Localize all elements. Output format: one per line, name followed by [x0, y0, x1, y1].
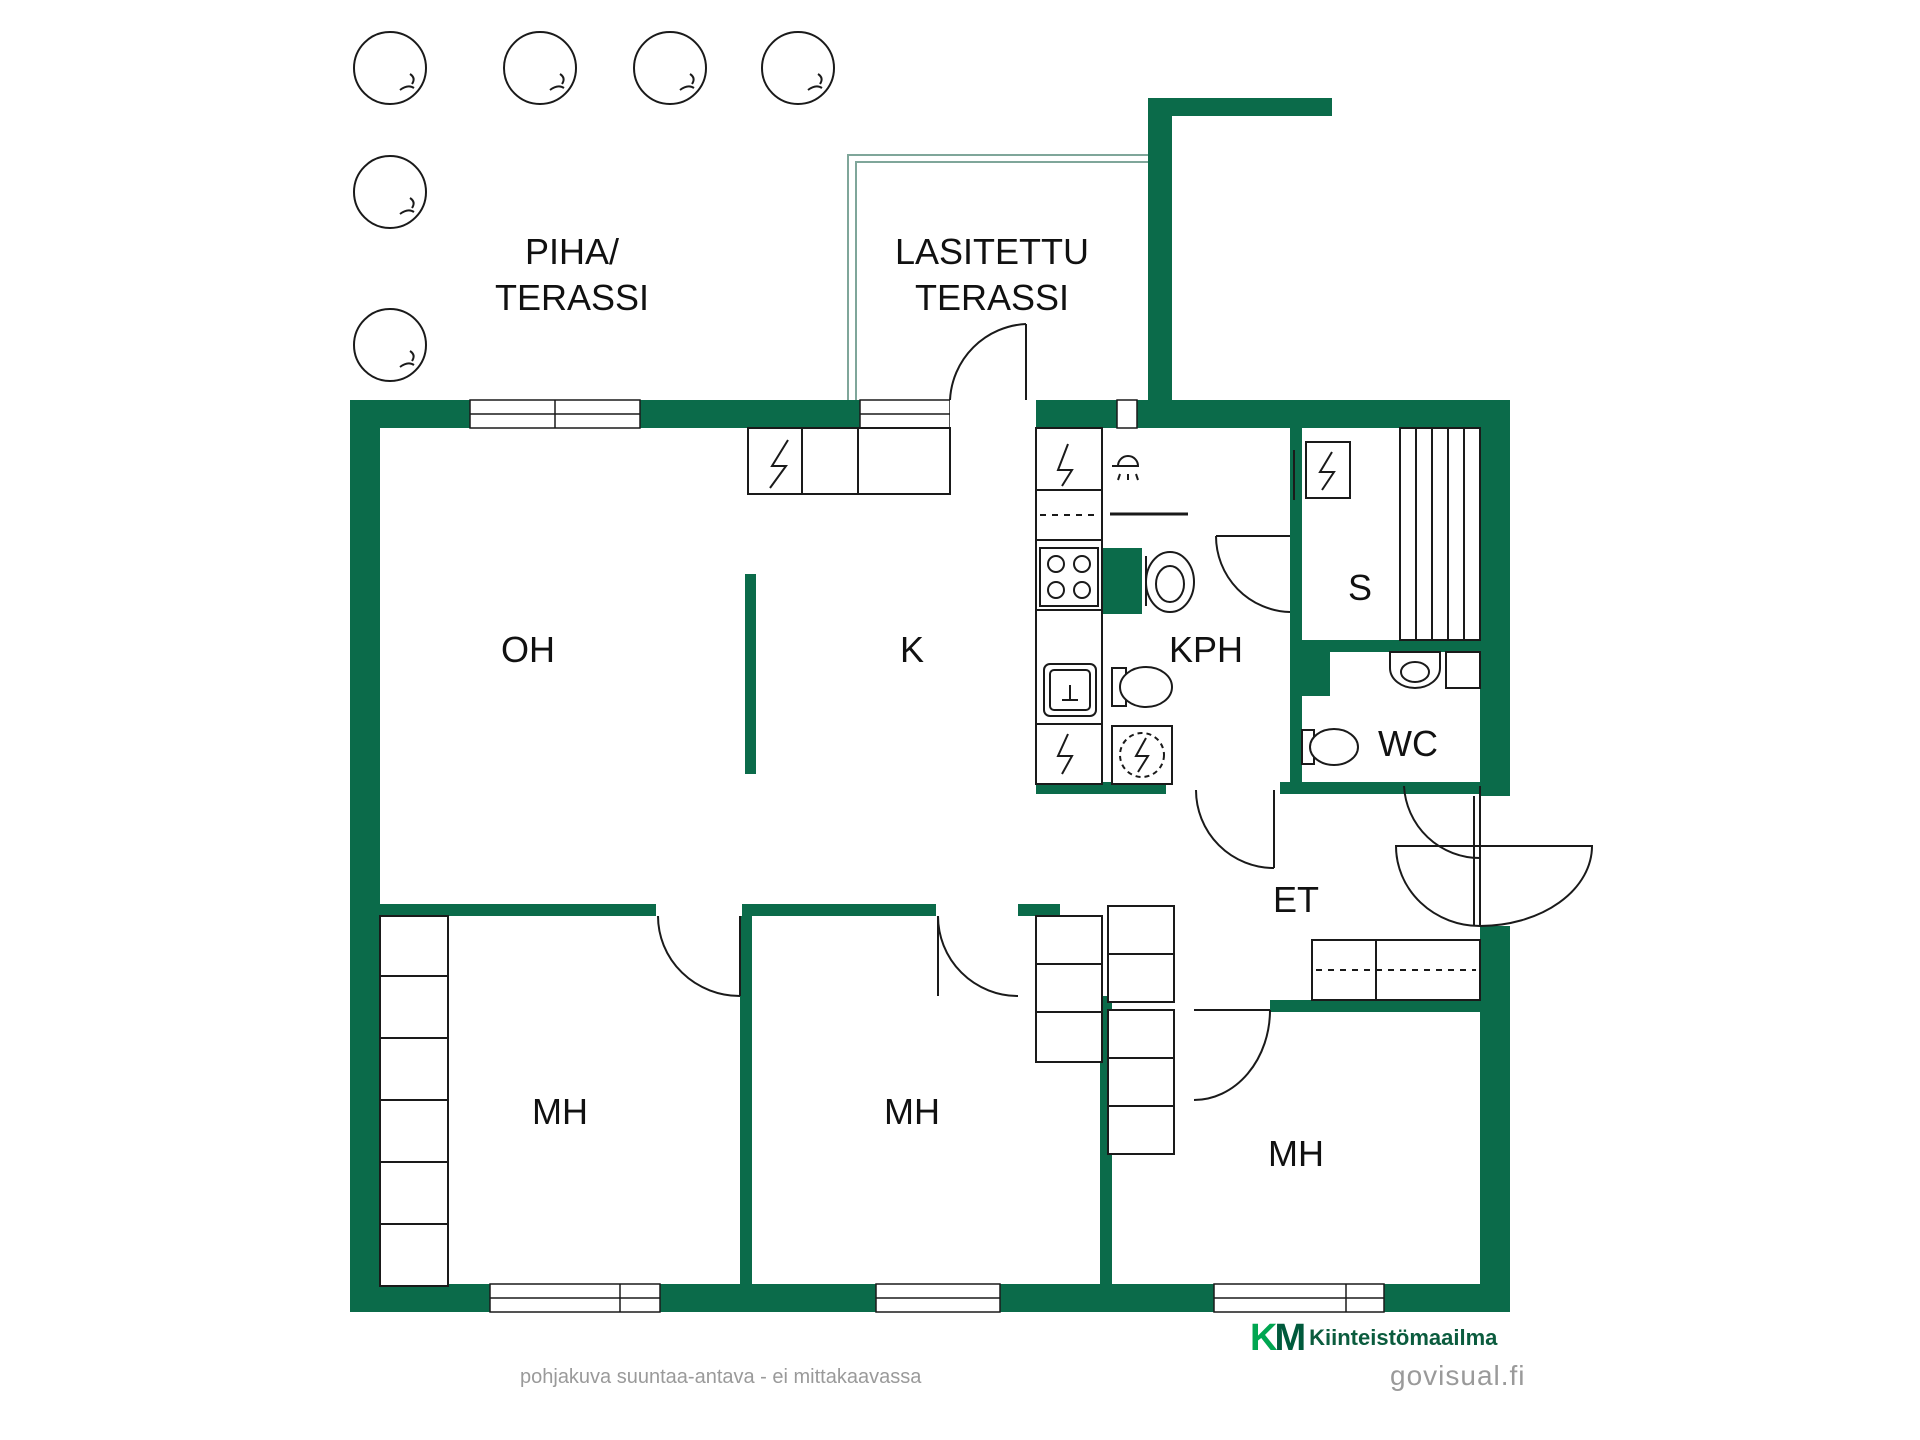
sauna-heater — [1305, 441, 1351, 499]
bathroom-door[interactable] — [1195, 789, 1275, 869]
tree-icon — [353, 31, 427, 105]
wardrobe-top — [747, 427, 951, 495]
room-label-mh3: MH — [1268, 1133, 1324, 1174]
tree-icon — [761, 31, 835, 105]
brand-mark-m: M — [1274, 1316, 1306, 1359]
room-label-et: ET — [1273, 879, 1319, 920]
disclaimer-text: pohjakuva suuntaa-antava - ei mittakaava… — [520, 1366, 922, 1388]
bedroom-door-1[interactable] — [657, 915, 741, 997]
room-label-k: K — [900, 629, 924, 670]
tree-icon — [353, 308, 427, 382]
kitchen-sink-icon — [1043, 663, 1097, 717]
room-label-lasitettu-line1: LASITETTU — [895, 231, 1089, 272]
room-label-piha-line2: TERASSI — [495, 277, 649, 318]
brand-name: Kiinteistömaailma — [1309, 1325, 1498, 1350]
room-label-mh2: MH — [884, 1091, 940, 1132]
hall-wardrobe — [1311, 939, 1481, 1001]
tree-icon — [353, 155, 427, 229]
wc-door[interactable] — [1403, 785, 1481, 860]
kitchen — [747, 427, 1103, 785]
bedroom-door-2[interactable] — [937, 915, 1019, 997]
sauna-door[interactable] — [1215, 535, 1291, 613]
bedroom-door-3[interactable] — [1193, 1009, 1271, 1101]
brand-logo: KM Kiinteistömaailma — [1250, 1316, 1498, 1360]
trees — [353, 31, 835, 382]
credit-text: govisual.fi — [1390, 1360, 1526, 1391]
bathroom-fixtures — [1110, 427, 1481, 785]
room-label-s: S — [1348, 567, 1372, 608]
tree-icon — [633, 31, 707, 105]
brand-mark-k: K — [1250, 1316, 1278, 1359]
doors — [657, 323, 1594, 1101]
windows — [469, 399, 1385, 1313]
washing-machine-icon — [1111, 725, 1173, 785]
entrance-door[interactable] — [1394, 796, 1594, 928]
electric-appliance-icon — [769, 439, 789, 489]
sink-icon — [1145, 551, 1195, 613]
toilet-icon — [1301, 728, 1359, 766]
brand-mark: KM — [1250, 1316, 1306, 1360]
wardrobe — [1107, 1009, 1175, 1155]
room-label-oh: OH — [501, 629, 555, 670]
shower-icon — [1112, 455, 1140, 481]
door-gaps — [950, 400, 1510, 926]
tree-icon — [503, 31, 577, 105]
room-label-wc: WC — [1378, 723, 1438, 764]
stove-icon — [1039, 547, 1099, 607]
sauna-bench — [1399, 427, 1481, 641]
electric-appliance-icon — [1056, 443, 1074, 487]
terrace-door[interactable] — [949, 323, 1027, 401]
room-label-piha-line1: PIHA/ — [525, 231, 619, 272]
wardrobes — [379, 905, 1481, 1287]
wardrobe — [1035, 915, 1103, 1063]
toilet-icon — [1111, 666, 1173, 708]
room-label-kph: KPH — [1169, 629, 1243, 670]
room-label-lasitettu-line2: TERASSI — [915, 277, 1069, 318]
electric-appliance-icon — [1056, 733, 1074, 775]
room-label-mh1: MH — [532, 1091, 588, 1132]
wc-sink-icon — [1389, 651, 1441, 689]
room-labels: PIHA/ TERASSI LASITETTU TERASSI OH K KPH… — [495, 231, 1438, 1174]
glazed-terrace-frame — [847, 154, 1148, 400]
window — [1116, 399, 1138, 429]
